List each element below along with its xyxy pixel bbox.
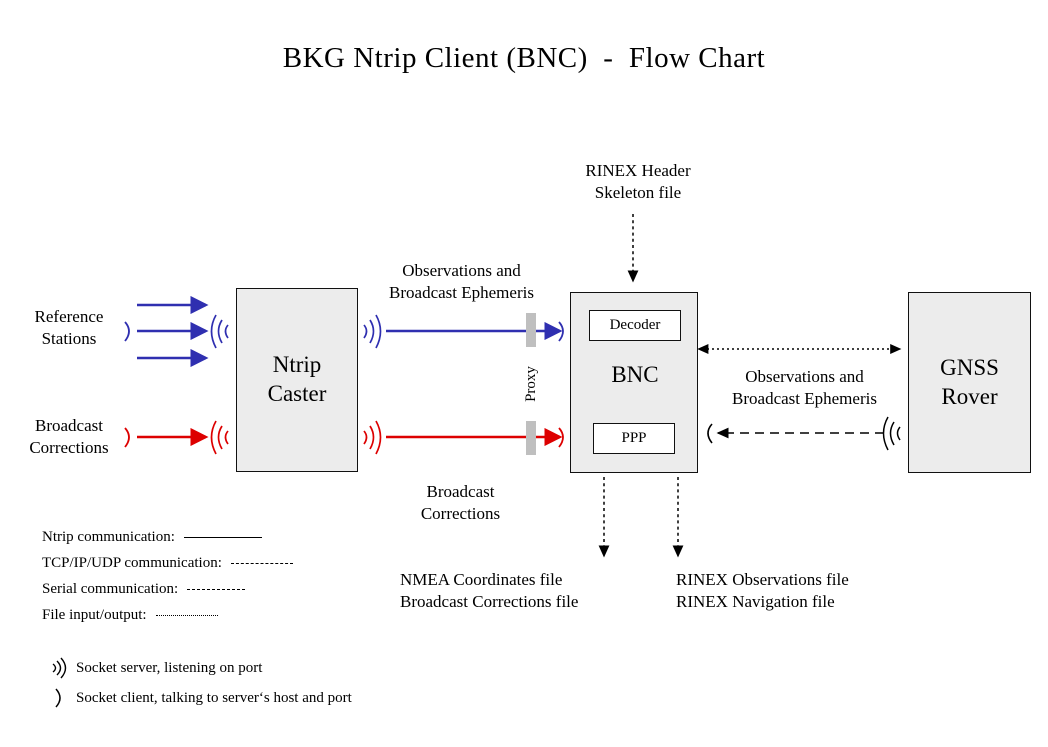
label-rinex-output-files: RINEX Observations file RINEX Navigation… (676, 570, 849, 611)
legend-label-ntrip-communication: Ntrip communication: (42, 528, 175, 545)
legend-sample-medium-dashed-line (187, 588, 246, 590)
socket-server-icon (210, 420, 229, 455)
socket-server-icon (363, 420, 382, 455)
bnc-label: BNC (611, 362, 659, 387)
ntrip-caster-label-line2: Caster (267, 381, 327, 406)
node-bnc[interactable]: Decoder BNC PPP (570, 292, 698, 473)
legend-row: TCP/IP/UDP communication: (42, 550, 293, 576)
legend-row: Ntrip communication: (42, 524, 293, 550)
socket-client-icon (40, 685, 76, 711)
legend-line-styles: Ntrip communication: TCP/IP/UDP communic… (42, 524, 293, 628)
legend-sample-dotted-line (155, 614, 218, 616)
legend-label-socket-server: Socket server, listening on port (76, 659, 263, 676)
page-title: BKG Ntrip Client (BNC) - Flow Chart (282, 42, 766, 74)
node-gnss-rover[interactable]: GNSS Rover (908, 292, 1031, 473)
socket-server-icon (40, 655, 76, 681)
legend-row: File input/output: (42, 602, 293, 628)
socket-client-icon (124, 321, 130, 342)
legend-socket-symbols: Socket server, listening on port Socket … (40, 653, 352, 713)
label-nmea-output-files: NMEA Coordinates file Broadcast Correcti… (400, 570, 579, 611)
socket-server-icon (882, 416, 901, 451)
socket-client-icon (558, 321, 564, 342)
legend-sample-solid-line (183, 536, 262, 538)
socket-client-icon (707, 423, 713, 444)
legend-sample-long-dashed-line (230, 562, 293, 564)
label-broadcast-corrections-input: Broadcast Corrections (29, 416, 109, 457)
arrow-reference-stations-to-caster (137, 295, 209, 368)
legend-label-tcpip-udp-communication: TCP/IP/UDP communication: (42, 554, 222, 571)
label-rinex-header-skeleton-file: RINEX Header Skeleton file (585, 161, 691, 202)
node-ppp[interactable]: PPP (593, 423, 675, 454)
node-ntrip-caster[interactable]: Ntrip Caster (236, 288, 358, 472)
proxy-bar-top (526, 313, 536, 347)
label-observations-ephemeris-caster-bnc: Observations and Broadcast Ephemeris (389, 261, 534, 302)
label-reference-stations: Reference Stations (34, 307, 104, 348)
legend-row: Socket client, talking to server‘s host … (40, 683, 352, 713)
socket-server-icon (210, 314, 229, 349)
ppp-label: PPP (621, 430, 647, 447)
socket-server-icon (363, 314, 382, 349)
legend-label-socket-client: Socket client, talking to server‘s host … (76, 689, 352, 706)
ntrip-caster-label-line1: Ntrip (272, 352, 322, 378)
proxy-label: Proxy (522, 366, 539, 402)
legend-row: Socket server, listening on port (40, 653, 352, 683)
label-observations-ephemeris-bnc-rover: Observations and Broadcast Ephemeris (732, 367, 877, 408)
gnss-rover-label-line2: Rover (941, 383, 998, 409)
decoder-label: Decoder (609, 317, 661, 334)
socket-client-icon (558, 427, 564, 448)
gnss-rover-label-line1: GNSS (940, 354, 999, 380)
node-decoder[interactable]: Decoder (589, 310, 681, 341)
legend-label-file-input-output: File input/output: (42, 606, 147, 623)
proxy-bar-bottom (526, 421, 536, 455)
legend-row: Serial communication: (42, 576, 293, 602)
label-broadcast-corrections-caster-bnc: Broadcast Corrections (420, 482, 501, 523)
legend-label-serial-communication: Serial communication: (42, 580, 179, 597)
